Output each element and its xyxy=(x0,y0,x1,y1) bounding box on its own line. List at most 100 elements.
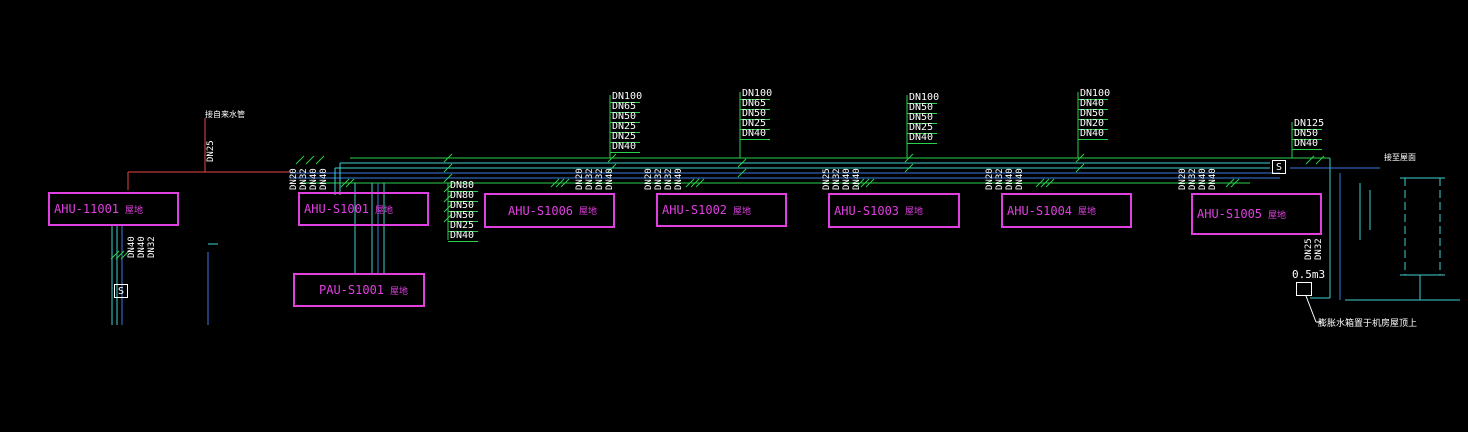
dn-label-s4-4: DN40 xyxy=(1080,128,1105,139)
dn-vlabel-v_s1003-1: DN32 xyxy=(832,168,842,190)
tick-mark xyxy=(1305,155,1315,165)
unit-sub: 屋地 xyxy=(579,207,598,217)
tick-mark xyxy=(685,178,695,188)
dn-underline xyxy=(907,143,937,144)
unit-name: PAU-S1001 xyxy=(319,283,385,297)
dn-label-s3-2: DN50 xyxy=(909,112,934,123)
dn-vlabel-v_s1003-3: DN40 xyxy=(852,168,862,190)
top-pipe-dn-label: DN25 xyxy=(206,140,216,162)
dn-vlabel-v_s1004-1: DN32 xyxy=(995,168,1005,190)
tick-mark xyxy=(550,178,560,188)
tick-mark xyxy=(1315,155,1325,165)
dn-label-left_mid-0: DN80 xyxy=(450,180,475,191)
dn-label-s1-0: DN100 xyxy=(612,91,643,102)
dn-vlabel-v_s1001-2: DN40 xyxy=(309,168,319,190)
tick-mark xyxy=(443,213,453,223)
dn-underline xyxy=(1078,119,1108,120)
dn-underline xyxy=(1292,129,1322,130)
dn-underline xyxy=(610,122,640,123)
dn-vlabel-v_s1005-1: DN32 xyxy=(1188,168,1198,190)
dn-label-left_mid-1: DN80 xyxy=(450,190,475,201)
dn-label-s3-0: DN100 xyxy=(909,92,940,103)
unit-sub: 屋地 xyxy=(125,205,144,216)
tick-mark xyxy=(904,153,914,163)
tick-mark xyxy=(737,158,747,168)
dn-label-s2-4: DN40 xyxy=(742,128,767,139)
dn-underline xyxy=(1078,99,1108,100)
dn-vlabel-v_s1002-2: DN32 xyxy=(664,168,674,190)
tick-mark xyxy=(443,183,453,193)
dn-vlabel-v_s1001-0: DN20 xyxy=(289,168,299,190)
tick-mark xyxy=(904,163,914,173)
dn-label-left_mid-3: DN50 xyxy=(450,210,475,221)
expansion-tank xyxy=(1296,282,1312,296)
dn-vlabel-v_s1002-1: DN32 xyxy=(654,168,664,190)
dn-underline xyxy=(448,221,478,222)
tick-mark xyxy=(115,250,125,260)
dn-underline xyxy=(907,103,937,104)
dn-vlabel-v_s1006-3: DN40 xyxy=(605,168,615,190)
dn-vlabel-v_s1006-1: DN32 xyxy=(585,168,595,190)
valve-s-left[interactable]: S xyxy=(114,284,128,298)
tick-mark xyxy=(607,163,617,173)
unit-sub: 屋地 xyxy=(375,205,394,216)
tank-leader xyxy=(1305,296,1324,323)
dn-label-left_mid-5: DN40 xyxy=(450,230,475,241)
unit-pau-s1001[interactable]: PAU-S1001 屋地 xyxy=(293,273,425,307)
valve-s-right[interactable]: S xyxy=(1272,160,1286,174)
left-drops xyxy=(111,163,385,325)
dn-vlabel-v_s1003-2: DN40 xyxy=(842,168,852,190)
dn-label-s4-3: DN20 xyxy=(1080,118,1105,129)
dn-label-s5-0: DN125 xyxy=(1294,118,1325,129)
dn-vlabel-v_s1005-0: DN20 xyxy=(1178,168,1188,190)
unit-ahu-11001[interactable]: AHU-11001 屋地 xyxy=(48,192,179,226)
unit-sub: 屋地 xyxy=(390,286,409,297)
dn-underline xyxy=(740,109,770,110)
dn-label-s4-1: DN40 xyxy=(1080,98,1105,109)
dn-vlabel-v_s1006-2: DN32 xyxy=(595,168,605,190)
dn-label-s2-1: DN65 xyxy=(742,98,767,109)
dn-underline xyxy=(610,152,640,153)
dn-underline xyxy=(448,201,478,202)
dn-vlabel-v_s1005-3: DN40 xyxy=(1208,168,1218,190)
tick-mark xyxy=(1040,178,1050,188)
tick-mark xyxy=(560,178,570,188)
dn-vlabel-v_s1001-3: DN40 xyxy=(319,168,329,190)
tick-mark xyxy=(695,178,705,188)
unit-name: AHU-S1006 xyxy=(508,203,574,218)
unit-ahu-s1006[interactable]: AHU-S1006 屋地 xyxy=(484,193,615,228)
dn-label-s2-3: DN25 xyxy=(742,118,767,129)
dn-underline xyxy=(1078,109,1108,110)
dn-vlabel-v_s1002-0: DN20 xyxy=(644,168,654,190)
dn-underline xyxy=(907,123,937,124)
tick-mark xyxy=(110,250,120,260)
dn-vlabel-v_s1004-0: DN20 xyxy=(985,168,995,190)
dn-underline xyxy=(907,133,937,134)
dn-label-left_mid-2: DN50 xyxy=(450,200,475,211)
tick-mark xyxy=(1035,178,1045,188)
unit-name: AHU-S1005 xyxy=(1197,207,1263,221)
unit-name: AHU-S1003 xyxy=(834,203,900,218)
tick-mark xyxy=(1075,163,1085,173)
tick-mark xyxy=(1045,178,1055,188)
tick-mark xyxy=(690,178,700,188)
dn-underline xyxy=(740,139,770,140)
unit-name: AHU-S1002 xyxy=(662,203,728,217)
tick-mark xyxy=(865,178,875,188)
unit-name: AHU-11001 xyxy=(54,202,120,216)
dn-label-s3-4: DN40 xyxy=(909,132,934,143)
tick-mark xyxy=(1230,178,1240,188)
unit-sub: 屋地 xyxy=(1078,207,1097,217)
dn-underline xyxy=(448,231,478,232)
tick-mark xyxy=(295,155,305,165)
tick-mark xyxy=(443,203,453,213)
dn-vlabel-v_left-1: DN40 xyxy=(137,236,147,258)
tick-mark xyxy=(555,178,565,188)
dn-vlabel-v_right-0: DN25 xyxy=(1304,238,1314,260)
dn-label-s1-2: DN50 xyxy=(612,111,637,122)
